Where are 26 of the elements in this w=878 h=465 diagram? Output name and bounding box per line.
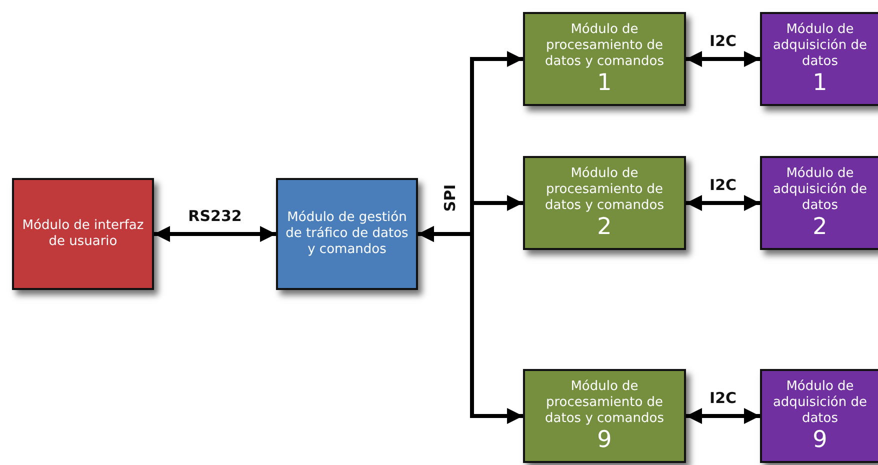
module-box (523, 156, 686, 250)
module-box (523, 369, 686, 463)
module-box (12, 178, 154, 290)
connector-arrow (686, 51, 760, 67)
module-box (276, 178, 418, 290)
connector-arrow (686, 408, 760, 424)
module-box (760, 156, 878, 250)
connector-arrow (686, 195, 760, 211)
module-number: 2 (596, 214, 613, 240)
module-name: Módulo de gestión de tráfico de datos y comandos (284, 210, 410, 258)
module-box (760, 369, 878, 463)
module-box (760, 12, 878, 106)
module-number: 9 (596, 427, 613, 453)
module-number: 9 (812, 427, 828, 453)
module-name: Módulo de adquisición de datos (772, 379, 868, 427)
module-number: 2 (812, 214, 828, 240)
module-box (523, 12, 686, 106)
module-number: 1 (812, 70, 828, 96)
module-name: Módulo de interfaz de usuario (21, 218, 145, 250)
module-name: Módulo de procesamiento de datos y comandos (544, 22, 665, 70)
module-name: Módulo de adquisición de datos (772, 166, 868, 214)
connector-arrow (154, 226, 276, 242)
module-name: Módulo de procesamiento de datos y comandos (544, 166, 665, 214)
module-name: Módulo de adquisición de datos (772, 22, 868, 70)
module-number: 1 (596, 70, 613, 96)
module-name: Módulo de procesamiento de datos y comandos (544, 379, 665, 427)
